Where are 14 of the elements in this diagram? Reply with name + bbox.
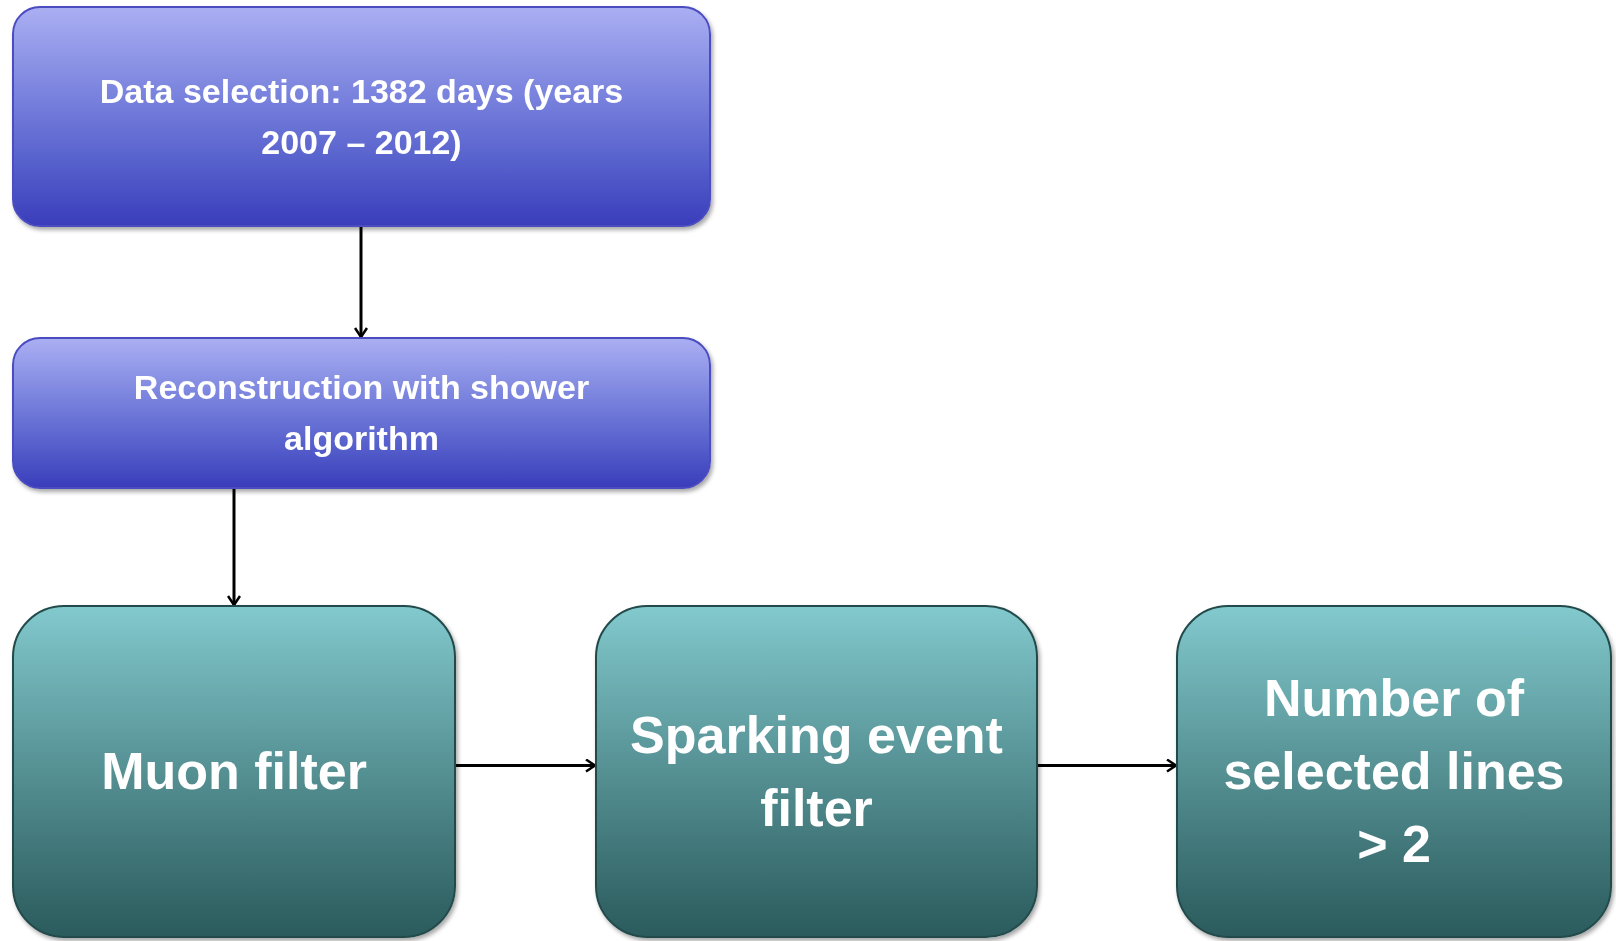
arrow [1038, 758, 1178, 773]
box-label: Data selection: 1382 days (years 2007 – 2012) [98, 70, 625, 163]
process-box [12, 605, 456, 938]
process-box [595, 605, 1038, 938]
arrow [226, 489, 242, 607]
process-box [12, 6, 711, 227]
box-label: Reconstruction with shower algorithm [132, 367, 591, 459]
box-label: Number of selected lines > 2 [1222, 668, 1566, 875]
process-box [1176, 605, 1612, 938]
box-label: Sparking event filter [629, 704, 1004, 839]
arrow [456, 758, 597, 773]
box-label: Muon filter [101, 741, 367, 803]
process-box [12, 337, 711, 489]
arrow [353, 227, 369, 339]
